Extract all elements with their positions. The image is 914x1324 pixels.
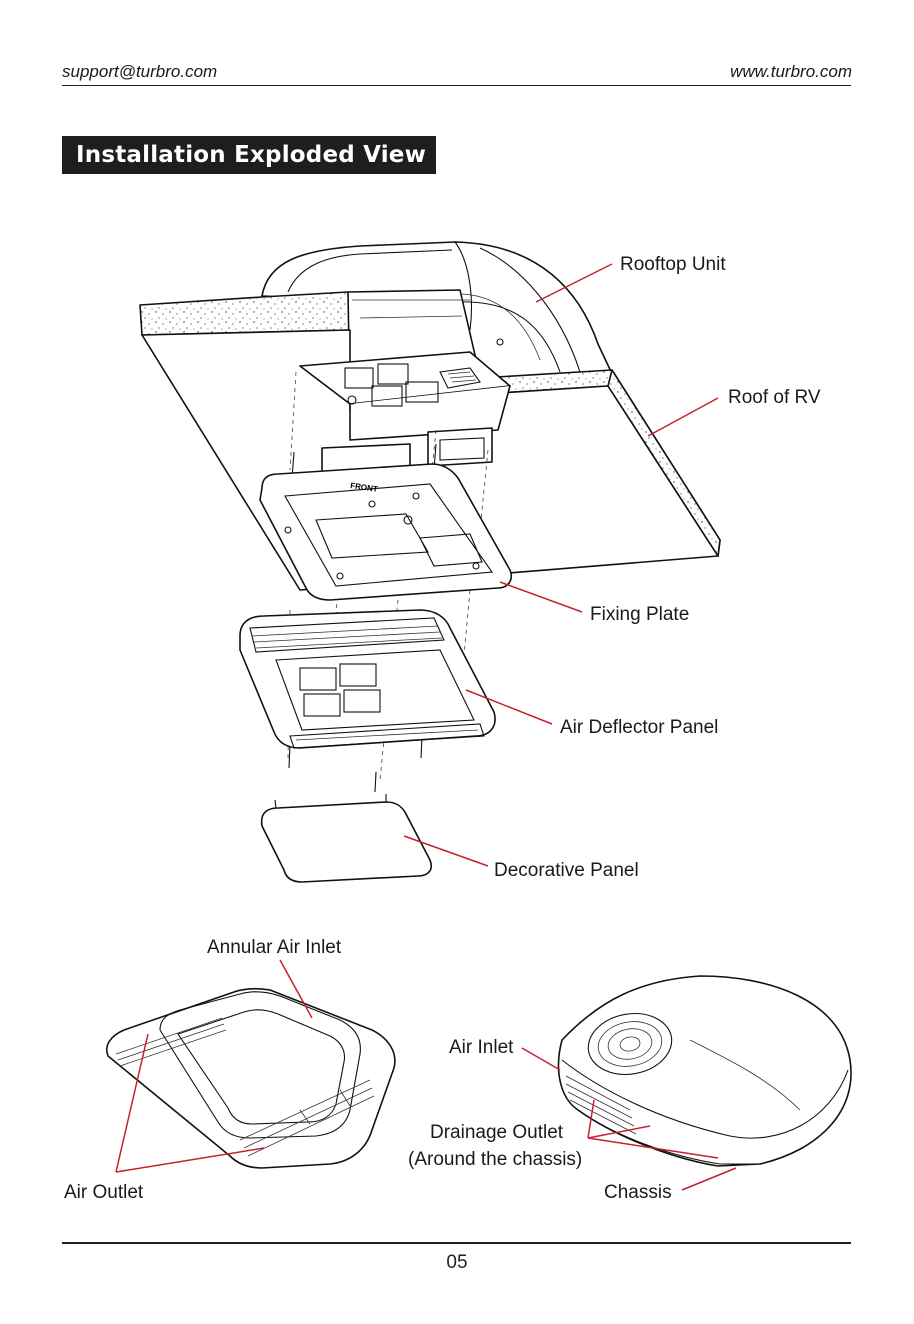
label-air-outlet: Air Outlet [64,1182,144,1203]
label-roof-of-rv: Roof of RV [728,387,821,408]
label-drainage-outlet: Drainage Outlet [430,1122,564,1143]
page-number: 05 [0,1252,914,1274]
label-fixing-plate: Fixing Plate [590,604,689,625]
underside-view [107,989,395,1168]
label-chassis: Chassis [604,1182,672,1203]
label-drainage-outlet-note: (Around the chassis) [408,1149,582,1170]
decorative-panel [262,794,432,882]
footer-rule [62,1242,851,1244]
label-air-inlet: Air Inlet [449,1037,514,1058]
unit-side-view [559,976,852,1166]
label-decorative-panel: Decorative Panel [494,860,639,881]
label-rooftop-unit: Rooftop Unit [620,254,726,275]
air-deflector-panel [240,610,495,748]
label-annular-air-inlet: Annular Air Inlet [207,937,342,958]
label-air-deflector-panel: Air Deflector Panel [560,717,718,738]
